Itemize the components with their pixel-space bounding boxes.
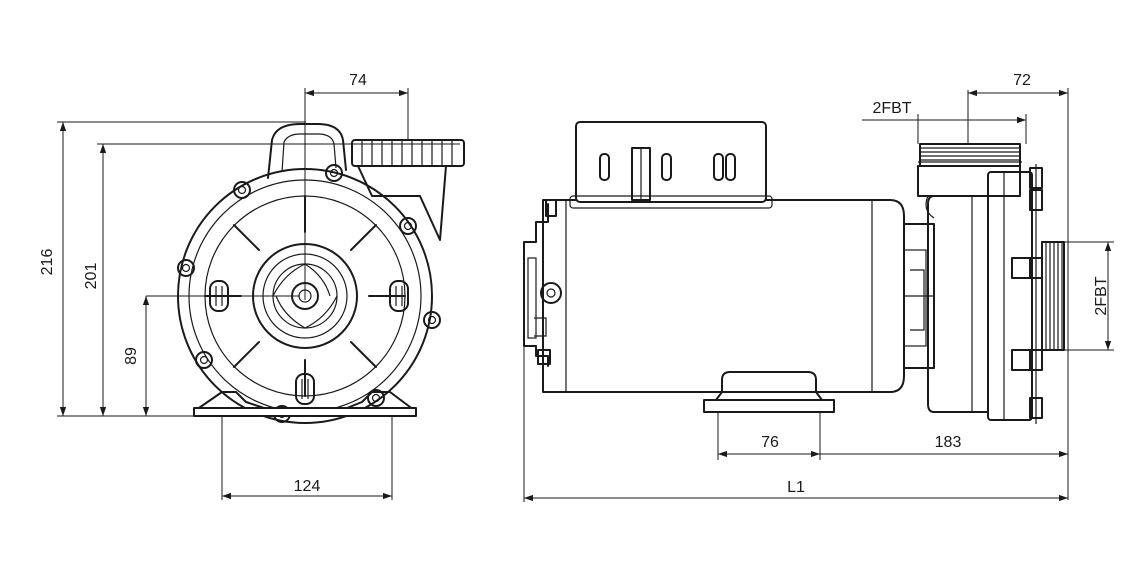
side-motor-foot <box>703 371 835 413</box>
dim-label-74: 74 <box>349 72 367 89</box>
front-top-loop <box>267 123 347 179</box>
side-suction-thread <box>1041 241 1065 351</box>
dim-label-2fbt-suction: 2FBT <box>1093 276 1110 315</box>
front-bolts <box>177 164 441 423</box>
dim-label-89: 89 <box>123 347 140 365</box>
dim-label-124: 124 <box>294 478 321 495</box>
side-discharge-neck <box>917 165 1021 197</box>
side-discharge-thread <box>919 143 1021 167</box>
dim-label-l1: L1 <box>787 479 805 496</box>
side-flange <box>987 164 1043 424</box>
dim-label-183: 183 <box>935 434 962 451</box>
front-discharge-port <box>351 139 465 241</box>
dim-label-216: 216 <box>39 249 56 276</box>
dim-label-2fbt-discharge: 2FBT <box>872 100 911 117</box>
side-motor-body <box>542 199 905 393</box>
front-base <box>193 391 417 417</box>
dim-label-72: 72 <box>1013 72 1031 89</box>
front-view: 74 216 201 89 124 <box>39 72 465 500</box>
side-capacitor-box <box>569 121 773 209</box>
side-coupling <box>903 223 935 369</box>
dim-label-201: 201 <box>83 263 100 290</box>
dim-label-76: 76 <box>761 434 779 451</box>
side-view: 72 2FBT 2FBT 76 183 L1 <box>523 72 1114 502</box>
